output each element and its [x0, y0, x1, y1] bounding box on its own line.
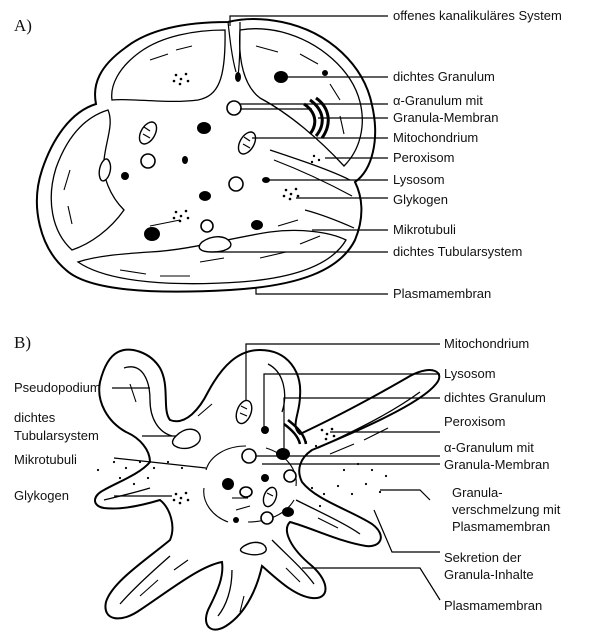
- label-granule-membrane-a: Granula-Membran: [393, 110, 499, 125]
- label-granule-fusion-1: Granula-: [452, 485, 503, 500]
- alpha-granule-a1: [227, 101, 241, 115]
- label-lysosome-b: Lysosom: [444, 366, 496, 381]
- labels-a: offenes kanalikuläres System dichtes Gra…: [393, 8, 562, 301]
- label-glycogen-a: Glykogen: [393, 192, 448, 207]
- panel-a-tag: A): [14, 16, 32, 35]
- dense-granule-b1: [276, 448, 290, 460]
- label-granule-fusion-3: Plasmamembran: [452, 519, 550, 534]
- label-open-canalicular: offenes kanalikuläres System: [393, 8, 562, 23]
- platelet-resting: [37, 19, 375, 292]
- label-granule-membrane-b: Granula-Membran: [444, 457, 550, 472]
- label-peroxisome-b: Peroxisom: [444, 414, 505, 429]
- label-secretion-1: Sekretion der: [444, 550, 522, 565]
- label-tubular-system-b-1: dichtes: [14, 410, 56, 425]
- alpha-granule-b1: [242, 449, 256, 463]
- label-dense-granule-a: dichtes Granulum: [393, 69, 495, 84]
- label-mitochondrion-a: Mitochondrium: [393, 130, 478, 145]
- labels-b-right: Mitochondrium Lysosom dichtes Granulum P…: [444, 336, 561, 613]
- panel-b-tag: B): [14, 333, 31, 352]
- label-microtubules-a: Mikrotubuli: [393, 222, 456, 237]
- label-plasma-membrane-b: Plasmamembran: [444, 598, 542, 613]
- label-lysosome-a: Lysosom: [393, 172, 445, 187]
- label-secretion-2: Granula-Inhalte: [444, 567, 534, 582]
- labels-b-left: Pseudopodium dichtes Tubularsystem Mikro…: [14, 380, 101, 503]
- label-pseudopodium: Pseudopodium: [14, 380, 101, 395]
- label-alpha-granule-b: α-Granulum mit: [444, 440, 534, 455]
- label-mitochondrion-b: Mitochondrium: [444, 336, 529, 351]
- label-microtubules-b: Mikrotubuli: [14, 452, 77, 467]
- label-glycogen-b: Glykogen: [14, 488, 69, 503]
- label-dense-granule-b: dichtes Granulum: [444, 390, 546, 405]
- label-alpha-granule-a: α-Granulum mit: [393, 93, 483, 108]
- label-granule-fusion-2: verschmelzung mit: [452, 502, 561, 517]
- label-tubular-system-b-2: Tubularsystem: [14, 428, 99, 443]
- label-plasma-membrane-a: Plasmamembran: [393, 286, 491, 301]
- label-peroxisome-a: Peroxisom: [393, 150, 454, 165]
- label-tubular-system-a: dichtes Tubularsystem: [393, 244, 522, 259]
